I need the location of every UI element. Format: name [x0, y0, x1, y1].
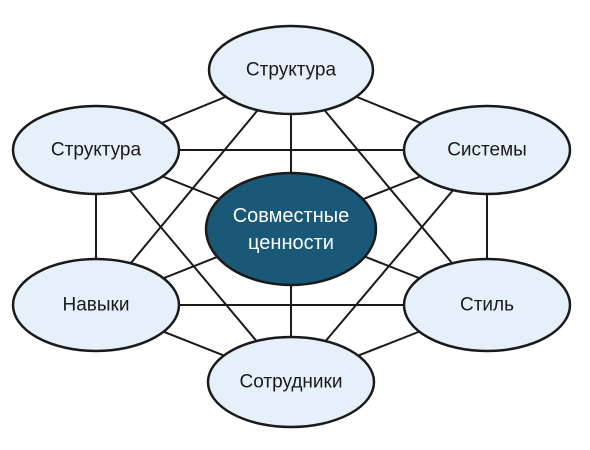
- node-upper-right-label: Системы: [447, 140, 527, 161]
- node-lower-left-label: Навыки: [63, 295, 130, 316]
- node-upper-right-ellipse: [402, 104, 572, 196]
- node-upper-right: Системы: [402, 104, 572, 196]
- node-upper-left-ellipse: [11, 104, 181, 196]
- node-top: Структура: [207, 24, 375, 116]
- center-ellipse: [204, 171, 378, 287]
- center-label-line1: Совместные: [233, 205, 350, 227]
- node-top-ellipse: [207, 24, 375, 116]
- node-bottom: Сотрудники: [206, 335, 376, 429]
- node-top-label: Структура: [246, 60, 337, 81]
- node-lower-left-ellipse: [11, 257, 181, 353]
- node-lower-left: Навыки: [11, 257, 181, 353]
- node-lower-right-label: Стиль: [460, 295, 514, 316]
- node-lower-right-ellipse: [402, 257, 572, 353]
- center-node: Совместные ценности: [204, 171, 378, 287]
- node-lower-right: Стиль: [402, 257, 572, 353]
- node-bottom-ellipse: [206, 335, 376, 429]
- center-label-line2: ценности: [248, 232, 334, 254]
- node-bottom-label: Сотрудники: [240, 372, 343, 393]
- node-upper-left-label: Структура: [51, 140, 142, 161]
- node-upper-left: Структура: [11, 104, 181, 196]
